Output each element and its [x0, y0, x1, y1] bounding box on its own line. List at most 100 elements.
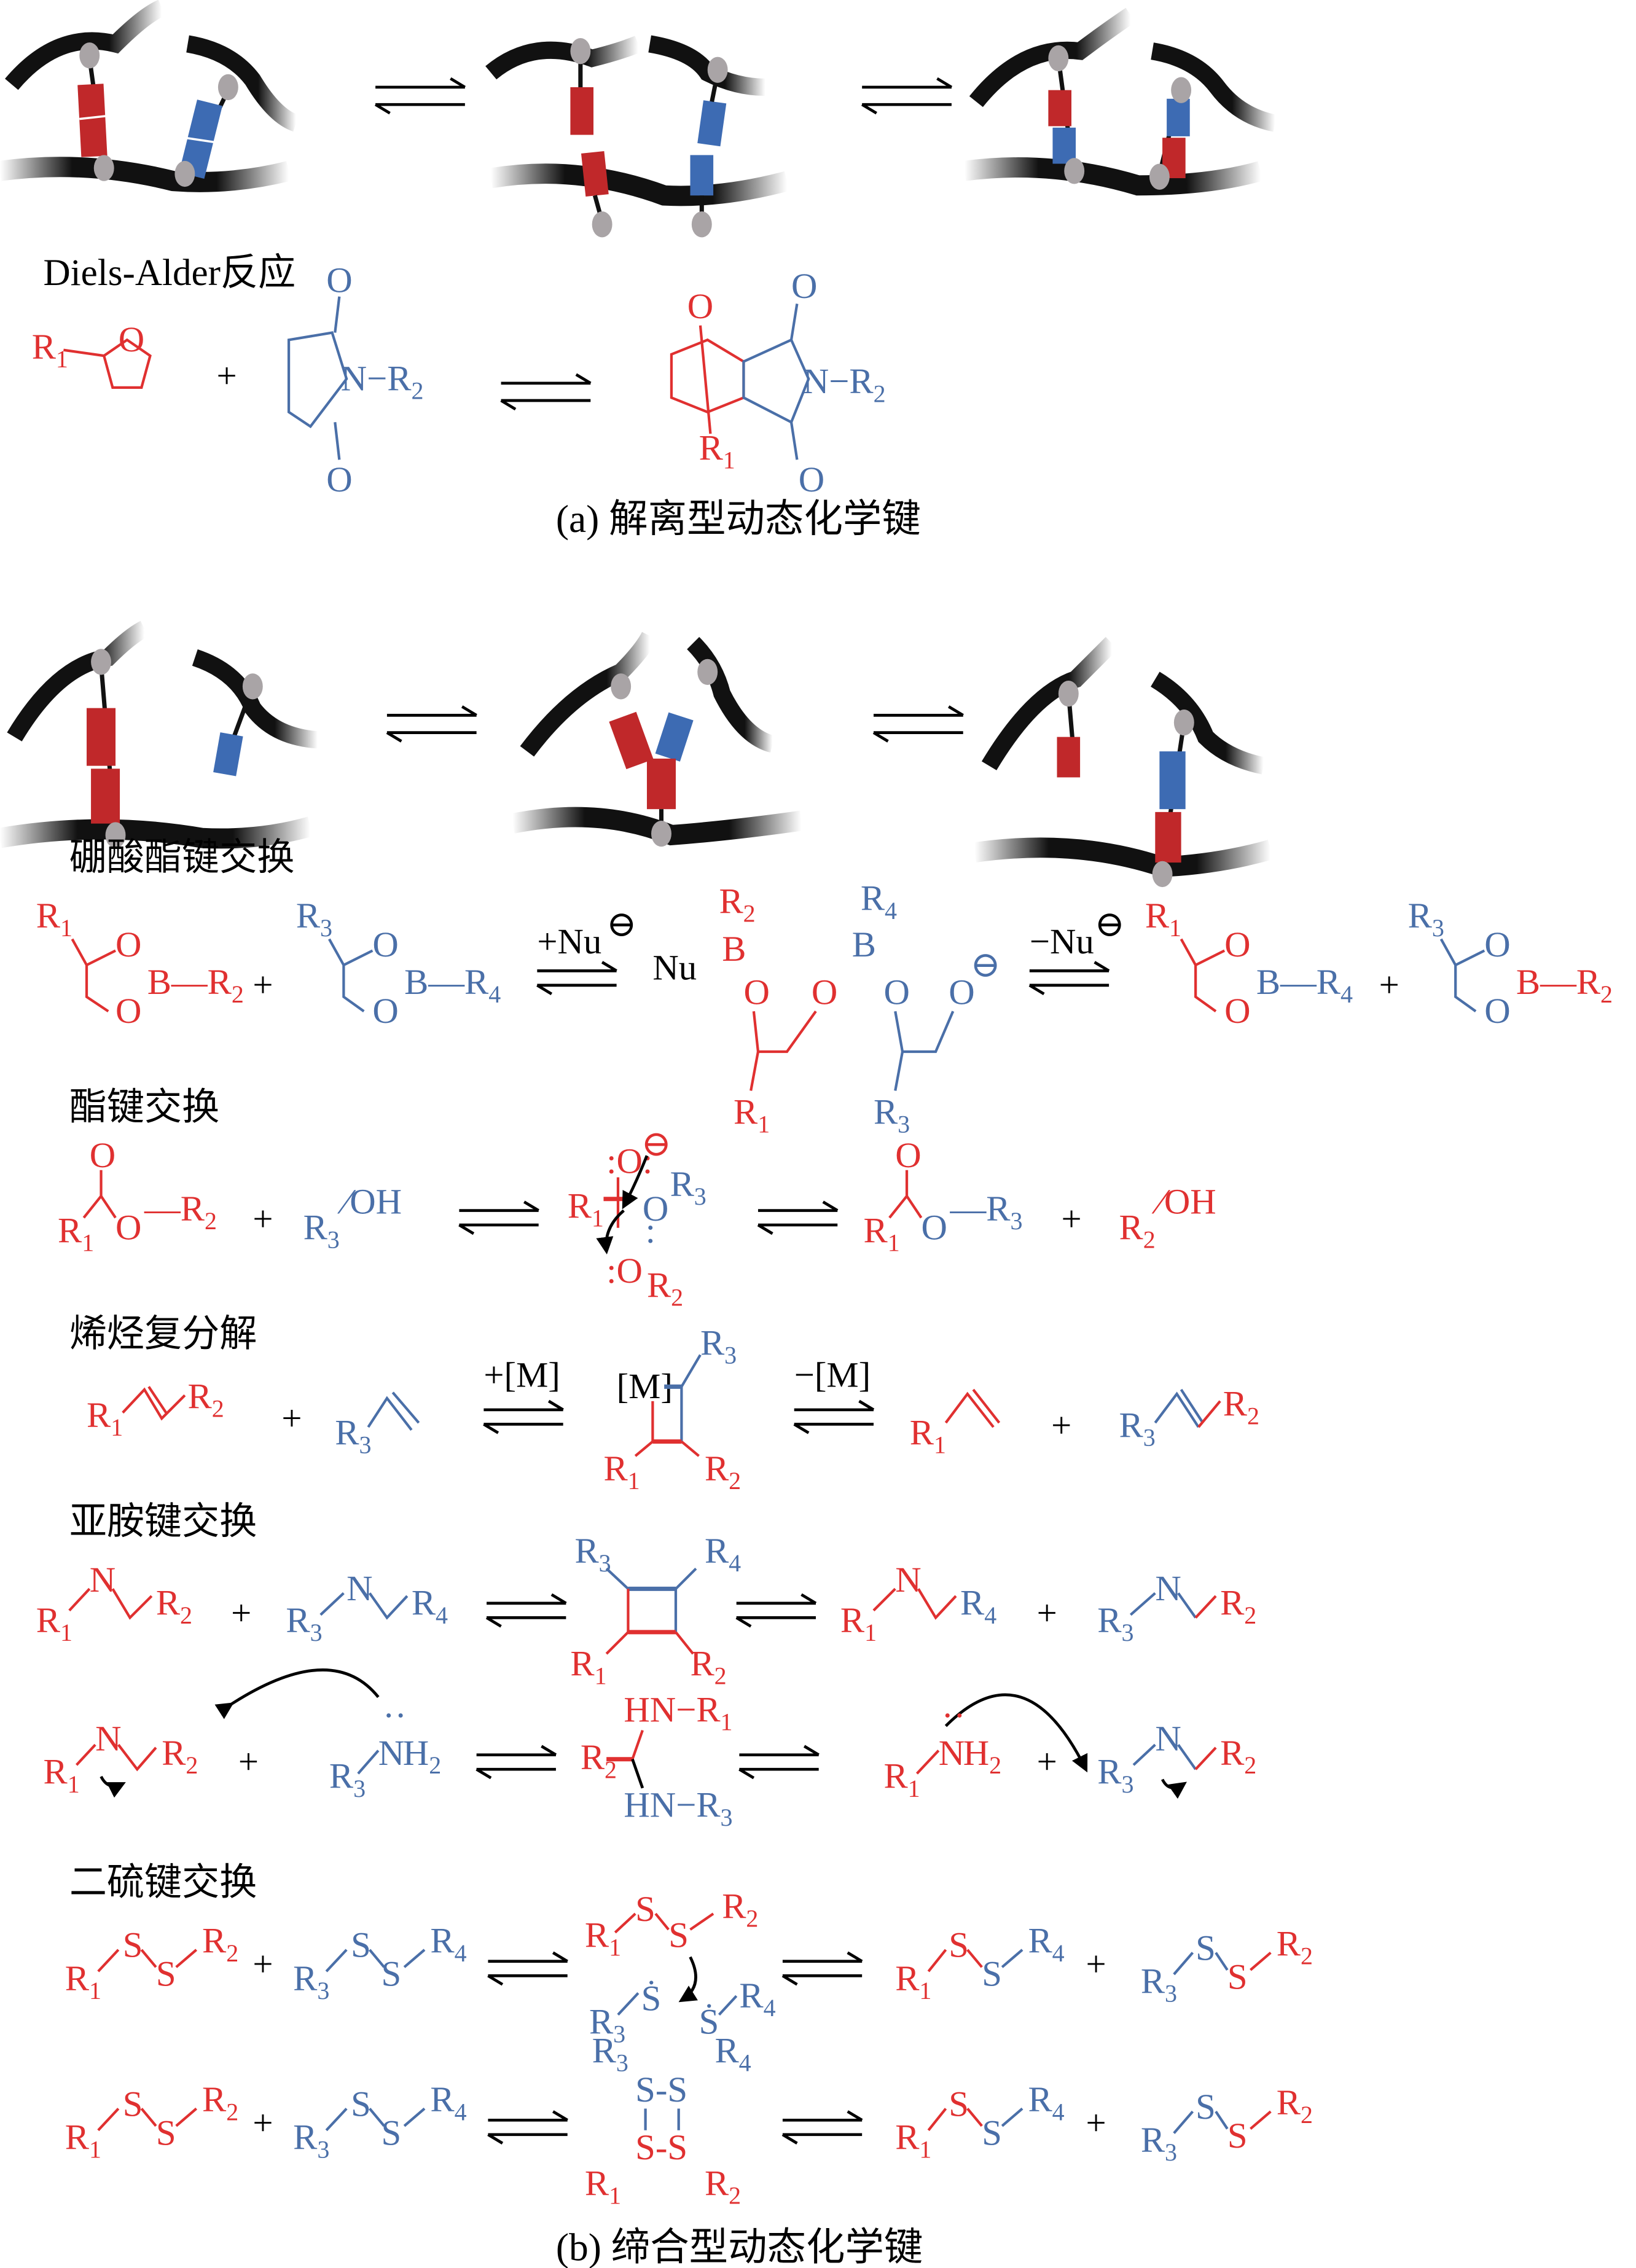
- schematic-a-state-3: [963, 7, 1277, 196]
- svg-text:R2: R2: [1277, 2082, 1313, 2129]
- svg-text:R2: R2: [188, 1377, 224, 1423]
- svg-text:R4: R4: [430, 2079, 466, 2125]
- imine-title: 亚胺键交换: [69, 1501, 257, 1543]
- svg-text:R2: R2: [156, 1583, 192, 1629]
- svg-text:N: N: [378, 1733, 404, 1773]
- svg-text:R2: R2: [705, 2164, 741, 2210]
- svg-text:R4: R4: [861, 878, 897, 925]
- svg-text:S: S: [982, 1954, 1002, 1994]
- svg-text:N−R2: N−R2: [341, 359, 424, 405]
- svg-text:R3: R3: [574, 1531, 611, 1577]
- svg-text:N: N: [1155, 1719, 1181, 1759]
- svg-text:O: O: [372, 991, 398, 1031]
- schematic-b-state-1: [0, 620, 319, 849]
- svg-text:O: O: [1484, 991, 1510, 1031]
- svg-text:R2: R2: [1220, 1583, 1256, 1629]
- svg-text:R1: R1: [568, 1186, 604, 1232]
- svg-text:R3: R3: [335, 1412, 371, 1458]
- svg-text:S: S: [156, 1954, 176, 1994]
- svg-text:O: O: [643, 1189, 668, 1229]
- svg-text:H2: H2: [963, 1733, 1001, 1779]
- metal-remove-label: −[M]: [794, 1355, 871, 1394]
- svg-text:R2: R2: [1277, 1923, 1313, 1969]
- svg-text:N: N: [1155, 1568, 1181, 1608]
- svg-text:S: S: [982, 2113, 1002, 2153]
- svg-text:S: S: [351, 2084, 371, 2124]
- svg-text:R2: R2: [722, 1886, 758, 1932]
- svg-text:O: O: [812, 972, 837, 1012]
- furan-reactant: R1 O: [32, 319, 152, 389]
- svg-text:R2: R2: [705, 1449, 741, 1495]
- svg-text:O: O: [949, 972, 974, 1012]
- svg-text:R2: R2: [690, 1643, 726, 1689]
- svg-text:R4: R4: [714, 2030, 751, 2076]
- equilibrium-arrow: [861, 77, 953, 115]
- svg-text:R1: R1: [734, 1092, 770, 1138]
- svg-text:R1: R1: [883, 1756, 920, 1802]
- disulfide-row-2: R1 S S R2 + R3 S S R4 R3 R4 S-S S-S R1 R…: [65, 2030, 1313, 2209]
- svg-text:R4: R4: [1028, 2079, 1064, 2125]
- svg-text:R1: R1: [44, 1752, 80, 1798]
- boronate-title: 硼酸酯键交换: [69, 837, 295, 878]
- svg-text:S: S: [949, 2084, 969, 2124]
- caption-a: (a) 解离型动态化学键: [556, 497, 921, 541]
- svg-text:R1: R1: [895, 1958, 931, 2004]
- svg-text:+: +: [1086, 2103, 1106, 2143]
- svg-text:S: S: [1196, 2087, 1216, 2127]
- svg-text:R1: R1: [65, 2117, 101, 2163]
- svg-text:R1: R1: [36, 896, 72, 942]
- svg-text:S-S: S-S: [635, 2070, 687, 2110]
- svg-text:R1: R1: [585, 2164, 621, 2210]
- equilibrium-arrow: [872, 705, 964, 743]
- svg-text:R2: R2: [1223, 1383, 1259, 1429]
- svg-text:HN−R1: HN−R1: [624, 1690, 732, 1736]
- svg-text:S: S: [382, 2113, 402, 2153]
- svg-text:R1: R1: [603, 1449, 640, 1495]
- svg-text:R1: R1: [65, 1958, 101, 2004]
- svg-text:R1: R1: [32, 327, 68, 373]
- svg-text:H2: H2: [403, 1733, 441, 1779]
- caption-b: (b) 缔合型动态化学键: [556, 2225, 923, 2268]
- maleimide-reactant: O O N−R2: [287, 260, 424, 499]
- svg-text:R2: R2: [1119, 1208, 1156, 1254]
- svg-text:⊖: ⊖: [970, 945, 1000, 985]
- schematic-a-state-2: [485, 35, 790, 238]
- ester-title: 酯键交换: [69, 1087, 219, 1128]
- svg-text:R1: R1: [895, 2117, 931, 2163]
- svg-text:+: +: [1062, 1199, 1082, 1238]
- svg-text:+: +: [252, 1199, 273, 1238]
- svg-text:R3: R3: [293, 1958, 329, 2004]
- svg-text:R2: R2: [1220, 1733, 1256, 1779]
- svg-text:R1: R1: [910, 1412, 946, 1458]
- imine-row-2: R1 N R2 + R3 N ·· H2 HN−R1 R2 HN−R3 R1 N…: [44, 1668, 1256, 1831]
- svg-text:+: +: [238, 1742, 259, 1781]
- svg-text:O: O: [115, 991, 141, 1031]
- svg-text:O: O: [1224, 991, 1250, 1031]
- schematic-a-state-1: [0, 0, 299, 192]
- svg-text:+: +: [1086, 1944, 1106, 1984]
- svg-text:B—R2: B—R2: [1516, 962, 1613, 1008]
- svg-text:R1: R1: [87, 1395, 123, 1441]
- svg-text:R3: R3: [874, 1092, 910, 1138]
- anion-icon: ⊖: [606, 904, 636, 944]
- plus-sign: +: [217, 356, 237, 396]
- svg-text:R4: R4: [705, 1531, 741, 1577]
- svg-text:S: S: [949, 1925, 969, 1965]
- svg-text:O: O: [372, 925, 398, 964]
- svg-text:⁄OH: ⁄OH: [1151, 1181, 1216, 1221]
- svg-text:S: S: [1196, 1928, 1216, 1968]
- nu-add-label: +Nu: [537, 921, 601, 961]
- svg-text:N: N: [939, 1733, 965, 1773]
- svg-text:S: S: [123, 2084, 143, 2124]
- svg-text:HN−R3: HN−R3: [624, 1785, 732, 1831]
- svg-text:B: B: [722, 929, 746, 969]
- svg-text:B—R4: B—R4: [404, 962, 501, 1008]
- svg-text:R4: R4: [412, 1583, 448, 1629]
- svg-text:+: +: [1037, 1742, 1057, 1781]
- svg-text:O: O: [922, 1208, 947, 1248]
- svg-text:O: O: [1484, 925, 1510, 964]
- svg-text:⁄OH: ⁄OH: [337, 1181, 402, 1221]
- metathesis-row: R1 R2 + R3 +[M] [M] R3 R1 R2 −[M] R1 + R…: [87, 1323, 1259, 1495]
- svg-text:N−R2: N−R2: [803, 361, 886, 407]
- svg-text:O: O: [90, 1135, 115, 1175]
